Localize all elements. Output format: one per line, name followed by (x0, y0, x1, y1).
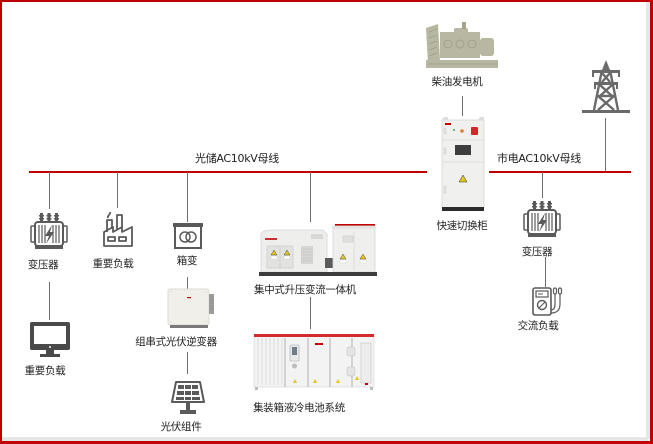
battery-system-label: 集装箱液冷电池系统 (253, 402, 345, 414)
ac-load-node[interactable] (531, 286, 565, 318)
diesel-generator-label: 柴油发电机 (431, 76, 483, 88)
wire (49, 172, 50, 209)
grid-bus-label: 市电AC10kV母线 (497, 152, 581, 165)
wire (187, 172, 188, 222)
diesel-generator-node[interactable] (424, 22, 500, 70)
multimeter-icon (532, 287, 563, 316)
wire (310, 172, 311, 222)
ac-load-label: 交流负载 (517, 320, 559, 332)
fast-switch-node[interactable] (440, 116, 486, 214)
pcs-integrated-node[interactable] (257, 222, 377, 278)
monitor-icon (30, 322, 70, 357)
wire (49, 282, 50, 320)
pv-module-node[interactable] (170, 380, 206, 416)
wire (605, 118, 606, 171)
switch-cabinet-image (441, 117, 485, 211)
factory-icon (103, 212, 133, 247)
wire (310, 297, 311, 329)
important-load-factory-node[interactable] (99, 212, 137, 250)
pcs-integrated-label: 集中式升压变流一体机 (254, 284, 356, 296)
wire (187, 352, 188, 374)
pv-module-label: 光伏组件 (160, 421, 202, 433)
pv-storage-bus-label: 光储AC10kV母线 (195, 152, 279, 165)
box-transformer-icon (173, 223, 203, 249)
wire (542, 172, 543, 198)
box-transformer-node[interactable] (172, 222, 204, 250)
grid-bus-line (489, 171, 631, 173)
generator-image (426, 22, 498, 68)
transformer-icon (30, 213, 68, 249)
solar-panel-icon (171, 381, 205, 414)
transformer-left-label: 变压器 (27, 259, 59, 271)
grid-tower-node[interactable] (580, 58, 632, 114)
container-image (253, 334, 375, 390)
transformer-right-label: 变压器 (521, 246, 553, 258)
frame-shadow (646, 2, 650, 439)
wire (545, 257, 546, 287)
string-inverter-node[interactable] (167, 288, 215, 330)
transformer-icon (523, 201, 561, 237)
inverter-image (167, 288, 214, 328)
transformer-left-node[interactable] (29, 212, 69, 252)
wire (117, 172, 118, 208)
important-load-factory-label: 重要负载 (92, 258, 134, 270)
important-load-monitor-node[interactable] (29, 321, 71, 359)
pcs-cabinet-image (259, 224, 377, 276)
pv-storage-bus-line (29, 171, 427, 173)
string-inverter-label: 组串式光伏逆变器 (135, 336, 217, 348)
frame-shadow (2, 437, 648, 441)
battery-system-node[interactable] (253, 333, 375, 391)
transformer-right-node[interactable] (522, 200, 562, 240)
fast-switch-label: 快速切换柜 (436, 220, 488, 232)
wire (462, 96, 463, 116)
important-load-monitor-label: 重要负载 (24, 365, 66, 377)
box-transformer-label: 箱变 (176, 255, 198, 267)
wire (187, 277, 188, 297)
power-tower-icon (582, 60, 630, 113)
